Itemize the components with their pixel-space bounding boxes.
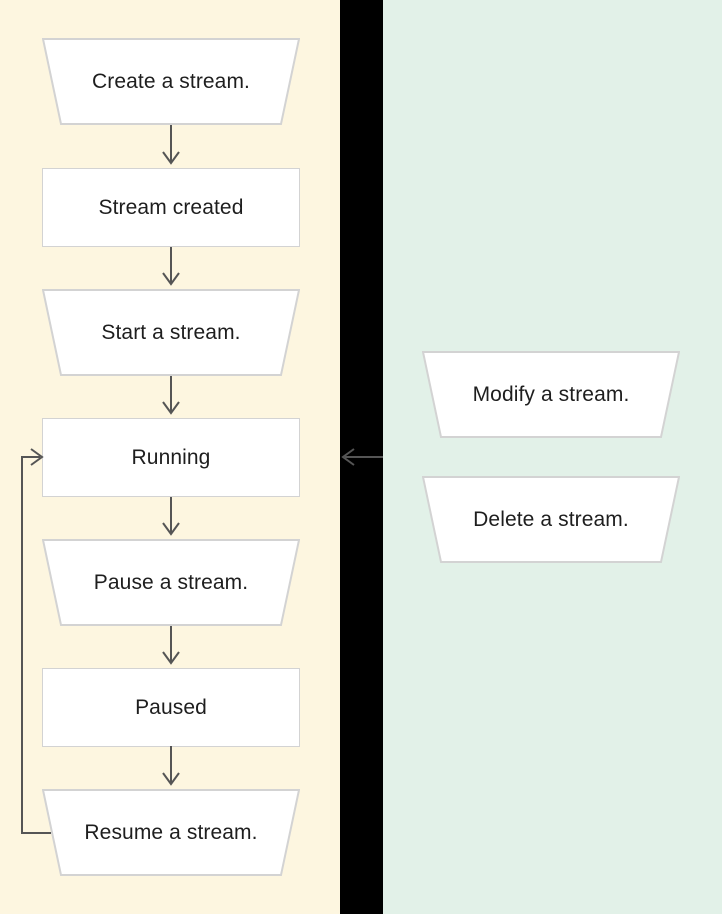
node-create-a-stream[interactable]: Create a stream. <box>42 38 300 125</box>
node-label: Paused <box>135 695 207 719</box>
node-start-a-stream[interactable]: Start a stream. <box>42 289 300 376</box>
trapezoid-shape <box>422 476 680 563</box>
separator-band <box>340 0 383 914</box>
node-delete-a-stream[interactable]: Delete a stream. <box>422 476 680 563</box>
trapezoid-shape <box>42 539 300 626</box>
trapezoid-shape <box>42 38 300 125</box>
trapezoid-shape <box>42 289 300 376</box>
trapezoid-shape <box>422 351 680 438</box>
node-resume-a-stream[interactable]: Resume a stream. <box>42 789 300 876</box>
stream-management-panel <box>383 0 722 914</box>
node-modify-a-stream[interactable]: Modify a stream. <box>422 351 680 438</box>
node-running[interactable]: Running <box>42 418 300 497</box>
node-stream-created[interactable]: Stream created <box>42 168 300 247</box>
node-pause-a-stream[interactable]: Pause a stream. <box>42 539 300 626</box>
trapezoid-shape <box>42 789 300 876</box>
node-label: Stream created <box>98 195 244 219</box>
node-label: Running <box>131 445 211 469</box>
node-paused[interactable]: Paused <box>42 668 300 747</box>
